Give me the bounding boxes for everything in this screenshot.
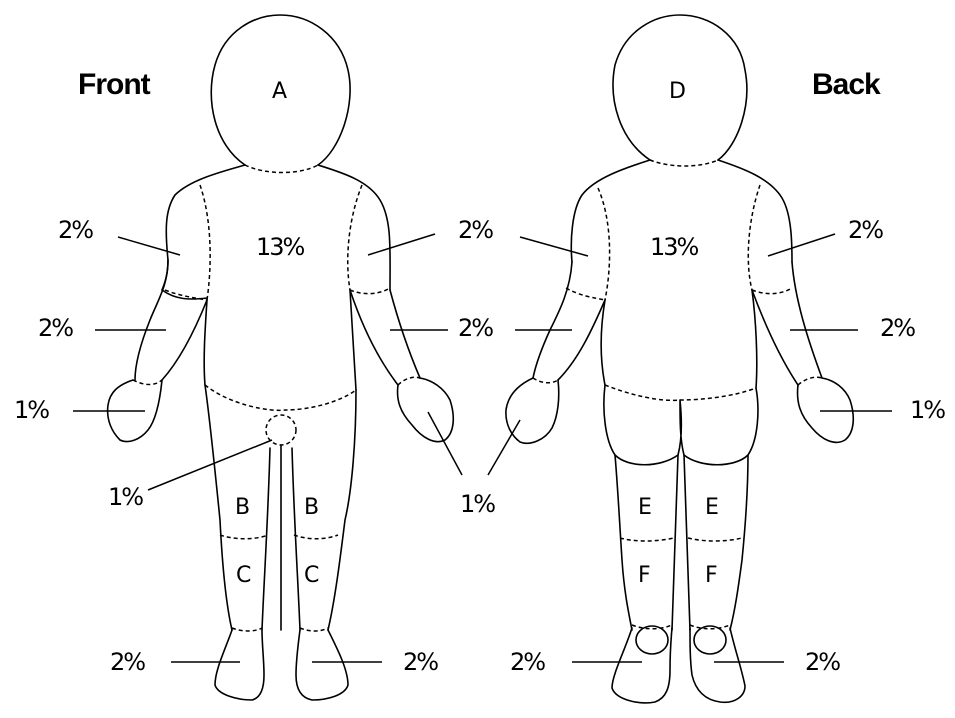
front-knee-right [294,535,338,539]
front-armpit-right [348,185,362,290]
back-right-heel [694,626,726,654]
leader-front-upper-arm-left [118,237,180,255]
front-right-arm-outline [350,290,420,385]
front-head-label: A [272,79,287,104]
front-chest-pct: 13% [256,233,305,261]
front-ankle-left [232,628,262,631]
back-upper-arm-right-pct: 2% [848,216,883,244]
back-heading: Back [812,68,881,101]
front-leg-right-label: C [304,563,319,588]
back-leg-right-label: F [705,563,718,588]
back-hip-line [605,385,756,400]
front-right-wrist [398,377,420,385]
back-thigh-right-label: E [705,495,719,520]
back-legs-outline [615,455,748,630]
front-foot-right-pct: 2% [403,648,438,676]
back-right-wrist [798,377,822,385]
front-left-wrist [133,380,162,385]
back-hand-right-pct: 1% [910,396,945,424]
leader-hands-shared-front [428,412,462,475]
back-foot-left-pct: 2% [510,648,545,676]
front-torso-outline [162,165,390,390]
back-foot-right-pct: 2% [805,648,840,676]
back-left-heel [636,626,668,654]
front-knee-left [220,535,268,539]
hands-shared-pct: 1% [460,490,495,518]
leader-front-genitals [148,440,272,490]
front-right-elbow [350,288,390,294]
front-hip-line [205,385,356,410]
back-neck-line [650,160,718,166]
front-upper-arm-right-pct: 2% [458,216,493,244]
back-thigh-left-label: E [638,495,652,520]
back-head-label: D [669,79,686,104]
front-hand-left-pct: 1% [14,396,49,424]
leader-back-upper-arm-left [520,237,588,256]
leader-back-upper-arm-right [768,234,835,256]
back-armpit-right [748,185,760,290]
back-torso-outline [571,160,792,388]
back-right-elbow [752,288,792,294]
back-left-elbow [566,288,605,300]
back-left-arm-outline [533,262,605,380]
front-right-foot [296,630,348,700]
front-heading: Front [78,68,151,101]
back-armpit-left [598,188,610,300]
back-left-wrist [533,378,558,383]
back-knee-left [620,538,674,541]
front-armpit-left [200,185,210,300]
front-foot-left-pct: 2% [110,648,145,676]
front-upper-arm-left-pct: 2% [58,216,93,244]
front-ankle-right [300,628,328,631]
front-forearm-left-pct: 2% [38,314,73,342]
back-left-foot [612,628,672,703]
back-back-pct: 13% [650,233,699,261]
back-leg-left-label: F [638,563,651,588]
back-right-hand [798,378,854,442]
back-knee-right [688,538,742,541]
front-legs-outline [205,385,356,630]
back-buttocks-outline [604,385,758,465]
front-right-hand [398,378,454,442]
front-left-foot [215,630,264,700]
back-left-hand [506,378,559,443]
front-neck-line [245,165,318,173]
front-left-arm-outline [135,260,207,380]
back-right-arm-outline [752,262,822,385]
back-right-foot [690,628,745,702]
front-forearm-right-pct: 2% [458,314,493,342]
front-thigh-left-label: B [235,495,250,520]
leader-hands-shared-back [488,420,520,475]
back-figure [506,15,853,703]
back-forearm-right-pct: 2% [880,314,915,342]
front-leg-left-label: C [236,563,251,588]
front-thigh-right-label: B [304,495,319,520]
leader-front-upper-arm-right [368,234,435,255]
front-figure [108,15,454,700]
front-genitals-pct: 1% [108,483,143,511]
